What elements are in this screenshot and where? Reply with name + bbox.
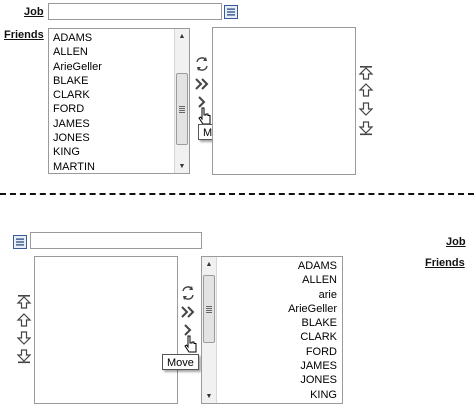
- scrollbar[interactable]: ▲ ▼: [174, 29, 189, 173]
- list-item[interactable]: JONES: [300, 374, 337, 387]
- friends-label: Friends: [425, 257, 465, 269]
- move-all-back-icon[interactable]: [180, 285, 196, 301]
- list-item[interactable]: ALLEN: [53, 46, 88, 59]
- move-to-bottom-icon[interactable]: [358, 120, 374, 136]
- section-divider: [0, 193, 474, 195]
- move-up-icon[interactable]: [358, 82, 374, 98]
- move-to-top-icon[interactable]: [358, 65, 374, 81]
- move-icon[interactable]: [194, 94, 210, 110]
- list-item[interactable]: CLARK: [53, 89, 90, 102]
- list-item[interactable]: MARTIN: [53, 160, 95, 173]
- list-item[interactable]: FORD: [53, 103, 85, 116]
- selected-list[interactable]: [34, 256, 178, 404]
- job-label: Job: [24, 6, 44, 18]
- hand-pointer-icon: [182, 334, 200, 354]
- list-item[interactable]: JONES: [53, 132, 90, 145]
- list-item[interactable]: ALLEN: [302, 274, 337, 287]
- scroll-thumb[interactable]: [203, 275, 215, 343]
- hand-pointer-icon: [196, 106, 214, 126]
- list-item[interactable]: ArieGeller: [53, 60, 102, 73]
- list-item[interactable]: ArieGeller: [288, 302, 337, 315]
- move-up-icon[interactable]: [16, 312, 32, 328]
- scroll-down-icon[interactable]: ▼: [178, 162, 186, 170]
- move-all-icon[interactable]: [194, 76, 210, 92]
- scrollbar[interactable]: ▲ ▼: [202, 257, 217, 403]
- list-item[interactable]: KING: [310, 388, 337, 401]
- list-item[interactable]: BLAKE: [301, 317, 337, 330]
- move-down-icon[interactable]: [16, 330, 32, 346]
- list-item[interactable]: ADAMS: [53, 32, 93, 44]
- move-icon[interactable]: [180, 322, 196, 338]
- move-all-back-icon[interactable]: [194, 56, 210, 72]
- list-of-values-icon[interactable]: [12, 234, 28, 250]
- scroll-down-icon[interactable]: ▼: [205, 392, 213, 400]
- move-all-icon[interactable]: [180, 304, 196, 320]
- list-item[interactable]: arie: [318, 288, 337, 301]
- move-down-icon[interactable]: [358, 101, 374, 117]
- list-of-values-icon[interactable]: [223, 4, 239, 20]
- move-tooltip: Move: [162, 354, 199, 370]
- list-item[interactable]: ADAMS: [297, 260, 337, 272]
- list-item[interactable]: CLARK: [300, 331, 337, 344]
- move-to-top-icon[interactable]: [16, 294, 32, 310]
- list-item[interactable]: KING: [53, 146, 80, 159]
- list-item[interactable]: BLAKE: [53, 74, 89, 87]
- friends-label: Friends: [4, 29, 44, 41]
- list-item[interactable]: FORD: [305, 345, 337, 358]
- job-input[interactable]: [48, 3, 222, 20]
- job-label: Job: [446, 236, 466, 248]
- list-item[interactable]: JAMES: [300, 360, 337, 373]
- job-input[interactable]: [30, 232, 202, 249]
- list-item[interactable]: JAMES: [53, 117, 90, 130]
- scroll-thumb[interactable]: [176, 73, 188, 145]
- scroll-up-icon[interactable]: ▲: [178, 32, 186, 40]
- selected-list[interactable]: [212, 27, 356, 175]
- move-to-bottom-icon[interactable]: [16, 348, 32, 364]
- scroll-up-icon[interactable]: ▲: [205, 260, 213, 268]
